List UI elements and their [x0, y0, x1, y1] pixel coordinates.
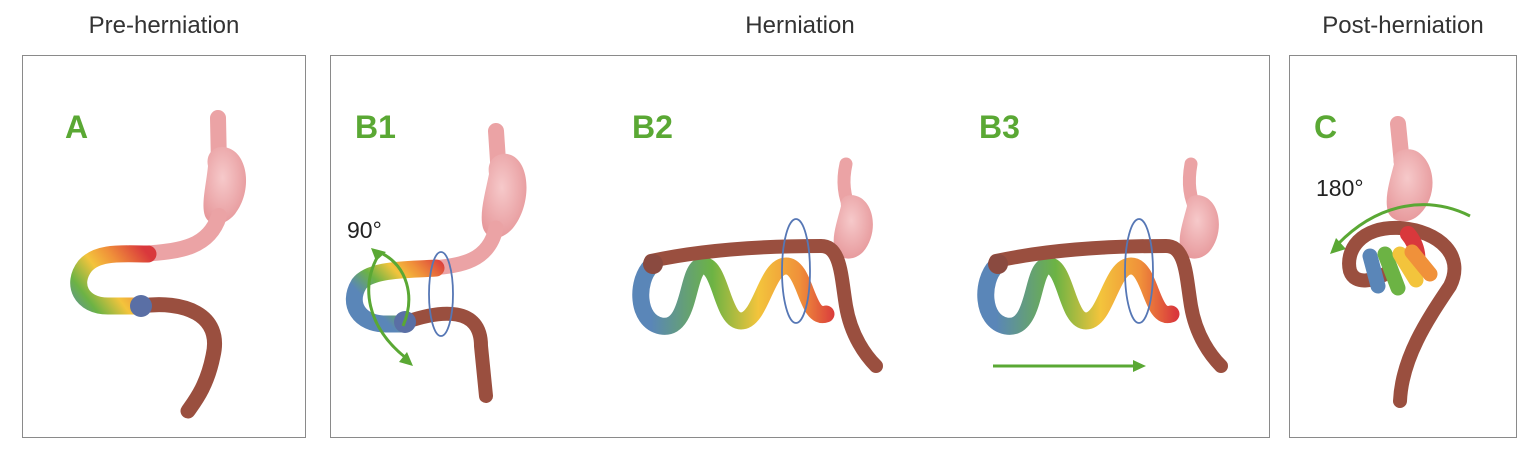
colon-b3: [989, 238, 1228, 373]
diagram-a: A: [65, 109, 247, 419]
diagram-b: B1 90° B2 B3: [345, 109, 1228, 403]
section-title-pre-herniation: Pre-herniation: [88, 12, 240, 39]
section-title-herniation: Herniation: [745, 12, 855, 39]
midgut-coil-b2: [632, 257, 835, 335]
panel-label-b2: B2: [632, 109, 673, 145]
panel-label-b3: B3: [979, 109, 1020, 145]
midgut-loop: [70, 245, 157, 315]
diagram-c: C 180°: [1314, 109, 1471, 408]
colon-b1: [399, 306, 493, 403]
colon-b2: [644, 238, 883, 373]
panel-pre-herniation: A: [22, 55, 306, 438]
midgut-coil-c-yellow: [1392, 246, 1424, 288]
stomach-b2: [833, 195, 873, 259]
arrowhead-c: [1330, 238, 1346, 254]
rotation-angle-c: 180°: [1316, 175, 1364, 201]
midgut-loop-b1: [345, 259, 445, 333]
stomach-b3: [1179, 195, 1219, 259]
midgut-coil-c-blue: [1362, 248, 1386, 294]
cecum-junction-b2: [643, 254, 663, 274]
arrowhead-b3: [1133, 360, 1146, 372]
midgut-coil-c-orange: [1404, 244, 1438, 282]
rotation-arrow-b1: [367, 255, 407, 360]
panel-post-herniation: C 180°: [1289, 55, 1517, 438]
panel-herniation: B1 90° B2 B3: [330, 55, 1270, 438]
duodenum: [135, 208, 227, 262]
panel-label-c: C: [1314, 109, 1337, 145]
umbilical-ring-b3: [1124, 218, 1154, 324]
cecum-junction: [130, 295, 152, 317]
rotation-angle-b1: 90°: [347, 217, 382, 243]
rotation-arrow-b1-reverse: [382, 252, 411, 327]
colon: [133, 297, 222, 419]
cecum-junction-b3: [988, 254, 1008, 274]
panel-label-b1: B1: [355, 109, 396, 145]
stomach-b1: [481, 153, 527, 238]
midgut-coil-b3: [977, 257, 1180, 335]
umbilical-ring-b2: [781, 218, 811, 324]
panel-label-a: A: [65, 109, 88, 145]
midgut-coil-c-green: [1377, 246, 1406, 296]
arrowhead-b1-bottom: [399, 352, 413, 366]
rotation-arrow-c: [1336, 203, 1471, 246]
arrowhead-b1-top: [371, 248, 386, 261]
stomach: [203, 146, 247, 224]
section-title-post-herniation: Post-herniation: [1322, 12, 1484, 39]
umbilical-ring-b1: [428, 251, 454, 337]
